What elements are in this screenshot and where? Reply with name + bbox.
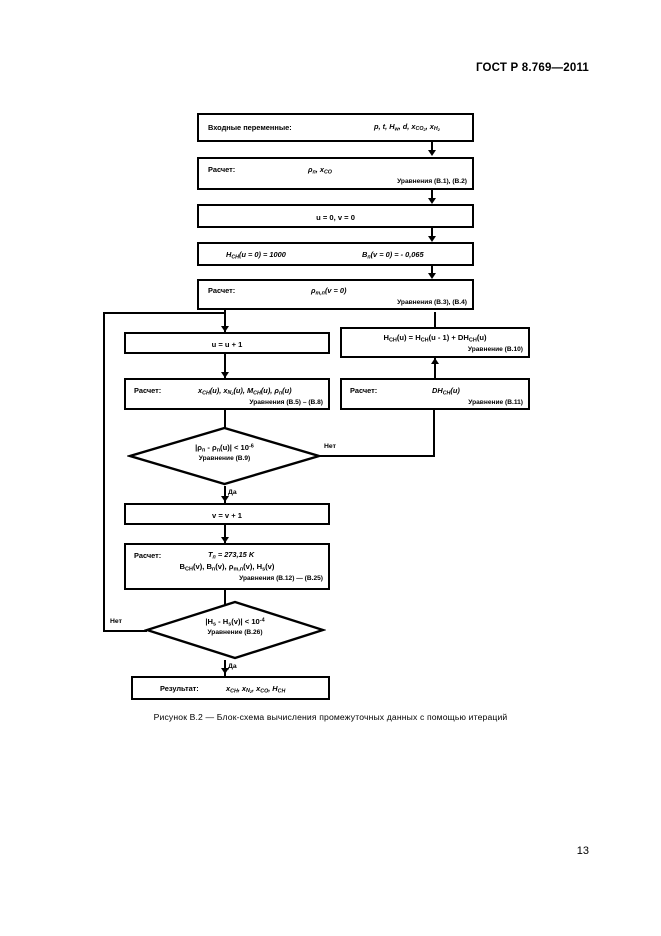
arrow-up-icon: [431, 358, 439, 364]
decision1-yes-label: Да: [228, 489, 237, 496]
connector: [224, 525, 226, 543]
node-h-update: HCH(u) = HCH(u - 1) + DHCH(u) Уравнение …: [340, 327, 530, 358]
node-calc3-equations: Уравнения (В.5) – (В.8): [249, 399, 323, 406]
node-calc-thermo: Расчет: Tп = 273,15 K BCH(v), Bп(v), ρm,…: [124, 543, 330, 590]
node-init-counters-text: u = 0, v = 0: [316, 213, 355, 222]
node-calc5-equations: Уравнения (В.12) — (В.25): [239, 575, 323, 582]
node-result-label: Результат:: [160, 684, 199, 693]
node-calc-dh: Расчет: DHCH(u) Уравнение (В.11): [340, 378, 530, 410]
loop-left-bottom: [103, 630, 147, 632]
node-calc4-equations: Уравнение (В.11): [468, 399, 523, 406]
node-result-vars: xCH, xN2, xCO, HCH: [226, 684, 286, 695]
node-increment-u: u = u + 1: [124, 332, 330, 354]
loop-left-vertical: [103, 312, 105, 632]
connector: [224, 310, 226, 332]
decision2-no-label: Нет: [110, 618, 122, 625]
figure-caption: Рисунок В.2 — Блок-схема вычисления пром…: [153, 712, 508, 722]
connector: [431, 190, 433, 200]
node-calc1-label: Расчет:: [208, 165, 236, 174]
connector: [434, 358, 436, 378]
node-increment-v: v = v + 1: [124, 503, 330, 525]
node-decision-enthalpy: |Hs - Hs(v)| < 10-4 Уравнение (В.26): [144, 600, 326, 660]
node-input-label: Входные переменные:: [208, 123, 292, 132]
decision2-equations: Уравнение (В.26): [207, 629, 263, 636]
decision2-yes-label: Да: [228, 663, 237, 670]
connector: [431, 266, 433, 275]
node-decision-density: |ρп - ρп(u)| < 10-6 Уравнение (В.9): [127, 426, 322, 486]
arrow-down-icon: [221, 326, 229, 332]
connector: [434, 312, 436, 327]
node-increment-u-text: u = u + 1: [211, 340, 243, 349]
node-calc3-vars: xCH(u), xN2(u), MCH(u), ρп(u): [198, 386, 292, 397]
node-calc1-vars: ρп, xCO: [308, 165, 332, 176]
node-init-values: HCH(u = 0) = 1000 Bп(v = 0) = - 0,065: [197, 242, 474, 266]
node-init-h: HCH(u = 0) = 1000: [226, 250, 286, 261]
node-increment-v-text: v = v + 1: [212, 511, 242, 520]
node-input-vars: p, t, Hw, d, xCO2, xH2: [374, 122, 440, 133]
connector: [224, 410, 226, 428]
branch-no-1-horizontal: [320, 455, 435, 457]
decision2-condition: |Hs - Hs(v)| < 10-4: [205, 617, 265, 628]
connector: [431, 142, 433, 152]
connector: [431, 228, 433, 238]
document-header: ГОСТ Р 8.769—2011: [475, 62, 589, 74]
connector: [224, 354, 226, 378]
node-calc-composition: Расчет: xCH(u), xN2(u), MCH(u), ρп(u) Ур…: [124, 378, 330, 410]
node-h-update-text: HCH(u) = HCH(u - 1) + DHCH(u): [383, 333, 487, 344]
decision1-no-label: Нет: [324, 443, 336, 450]
node-calc3-label: Расчет:: [134, 386, 162, 395]
node-calc5-line2: BCH(v), Bп(v), ρm,п(v), Hs(v): [179, 562, 275, 573]
node-calc2-equations: Уравнения (В.3), (В.4): [397, 299, 467, 306]
node-h-update-equations: Уравнение (В.10): [467, 346, 523, 353]
arrow-down-icon: [221, 496, 229, 502]
arrow-down-icon: [221, 668, 229, 674]
arrow-down-icon: [428, 150, 436, 156]
connector: [224, 486, 226, 503]
node-calc4-label: Расчет:: [350, 386, 378, 395]
node-calc-density-xco: Расчет: ρп, xCO Уравнения (В.1), (В.2): [197, 157, 474, 190]
node-init-counters: u = 0, v = 0: [197, 204, 474, 228]
arrow-down-icon: [428, 273, 436, 279]
node-calc4-vars: DHCH(u): [432, 386, 460, 397]
node-calc2-vars: ρm,п(v = 0): [311, 286, 347, 297]
arrow-down-icon: [428, 236, 436, 242]
loop-left-top: [103, 312, 226, 314]
decision1-equations: Уравнение (В.9): [198, 455, 251, 462]
decision1-condition: |ρп - ρп(u)| < 10-6: [195, 443, 254, 454]
arrow-down-icon: [221, 372, 229, 378]
node-calc1-equations: Уравнения (В.1), (В.2): [397, 178, 467, 185]
node-input-variables: Входные переменные: p, t, Hw, d, xCO2, x…: [197, 113, 474, 142]
page-number: 13: [576, 845, 589, 857]
arrow-down-icon: [221, 537, 229, 543]
arrow-down-icon: [428, 198, 436, 204]
connector: [224, 590, 226, 606]
node-result: Результат: xCH, xN2, xCO, HCH: [131, 676, 330, 700]
node-calc-rho-m: Расчет: ρm,п(v = 0) Уравнения (В.3), (В.…: [197, 279, 474, 310]
node-init-b: Bп(v = 0) = - 0,065: [362, 250, 424, 261]
node-calc2-label: Расчет:: [208, 286, 236, 295]
node-calc5-line1: Tп = 273,15 K: [208, 550, 255, 561]
branch-no-1-vertical: [433, 410, 435, 455]
node-calc5-label: Расчет:: [134, 551, 162, 560]
